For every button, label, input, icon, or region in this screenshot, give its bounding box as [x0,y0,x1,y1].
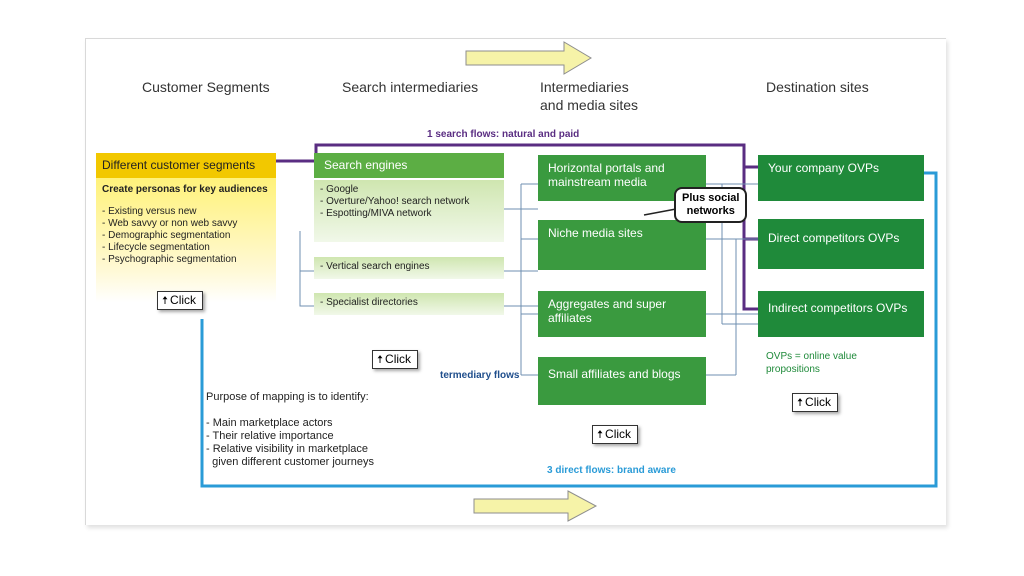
up-arrow-icon: 🠅 [377,354,384,366]
segments-panel: Create personas for key audiences - Exis… [96,178,276,302]
column-destination-sites: Destination sites [766,79,869,95]
segments-subtitle: Create personas for key audiences [102,184,268,195]
search-engines-header: Search engines [314,153,504,178]
ovp-note: OVPs = online value propositions [766,351,857,375]
connector-lines [200,41,938,522]
your-company-box: Your company OVPs [758,155,924,201]
purpose-title: Purpose of mapping is to identify: [206,391,369,403]
direct-flows-label: 3 direct flows: brand aware [547,465,676,476]
segment-item: - Lifecycle segmentation [102,242,210,253]
segment-item: - Web savvy or non web savvy [102,218,238,229]
segment-item: - Psychographic segmentation [102,254,237,265]
up-arrow-icon: 🠅 [162,295,169,307]
vertical-search-box: - Vertical search engines [314,257,504,279]
direct-competitors-box: Direct competitors OVPs [758,219,924,269]
column-media-sites: Intermediaries and media sites [540,79,639,113]
up-arrow-icon: 🠅 [597,429,604,441]
indirect-competitors-box: Indirect competitors OVPs [758,291,924,337]
diagram-canvas: Customer Segments Search intermediaries … [85,38,946,525]
niche-media-box: Niche media sites [538,220,706,270]
segment-item: - Demographic segmentation [102,230,231,241]
search-engine-item: - Overture/Yahoo! search network [320,196,470,207]
social-networks-callout: Plus social networks [674,187,748,223]
purpose-list: - Main marketplace actors - Their relati… [206,417,374,468]
column-customer-segments: Customer Segments [142,79,270,95]
segment-item: - Existing versus new [102,206,197,217]
segments-click-button[interactable]: 🠅Click [157,291,204,310]
direct-flow-line [200,171,938,488]
media-click-button[interactable]: 🠅Click [592,425,639,444]
search-flows-label: 1 search flows: natural and paid [427,129,580,140]
search-engine-item: - Google [320,184,359,195]
search-click-button[interactable]: 🠅Click [372,350,419,369]
intermediary-flows-label: termediary flows [440,370,520,381]
aggregates-box: Aggregates and super affiliates [538,291,706,337]
specialist-directories-box: - Specialist directories [314,293,504,315]
bottom-flow-arrow [473,490,598,522]
top-flow-arrow [465,41,592,75]
small-affiliates-box: Small affiliates and blogs [538,357,706,405]
search-flow-line [276,143,746,167]
search-engine-item: - Espotting/MIVA network [320,208,432,219]
search-engines-list: - Google - Overture/Yahoo! search networ… [314,180,504,242]
column-search-intermediaries: Search intermediaries [342,79,479,95]
segments-header: Different customer segments [96,153,276,178]
destination-click-button[interactable]: 🠅Click [792,393,839,412]
up-arrow-icon: 🠅 [797,397,804,409]
